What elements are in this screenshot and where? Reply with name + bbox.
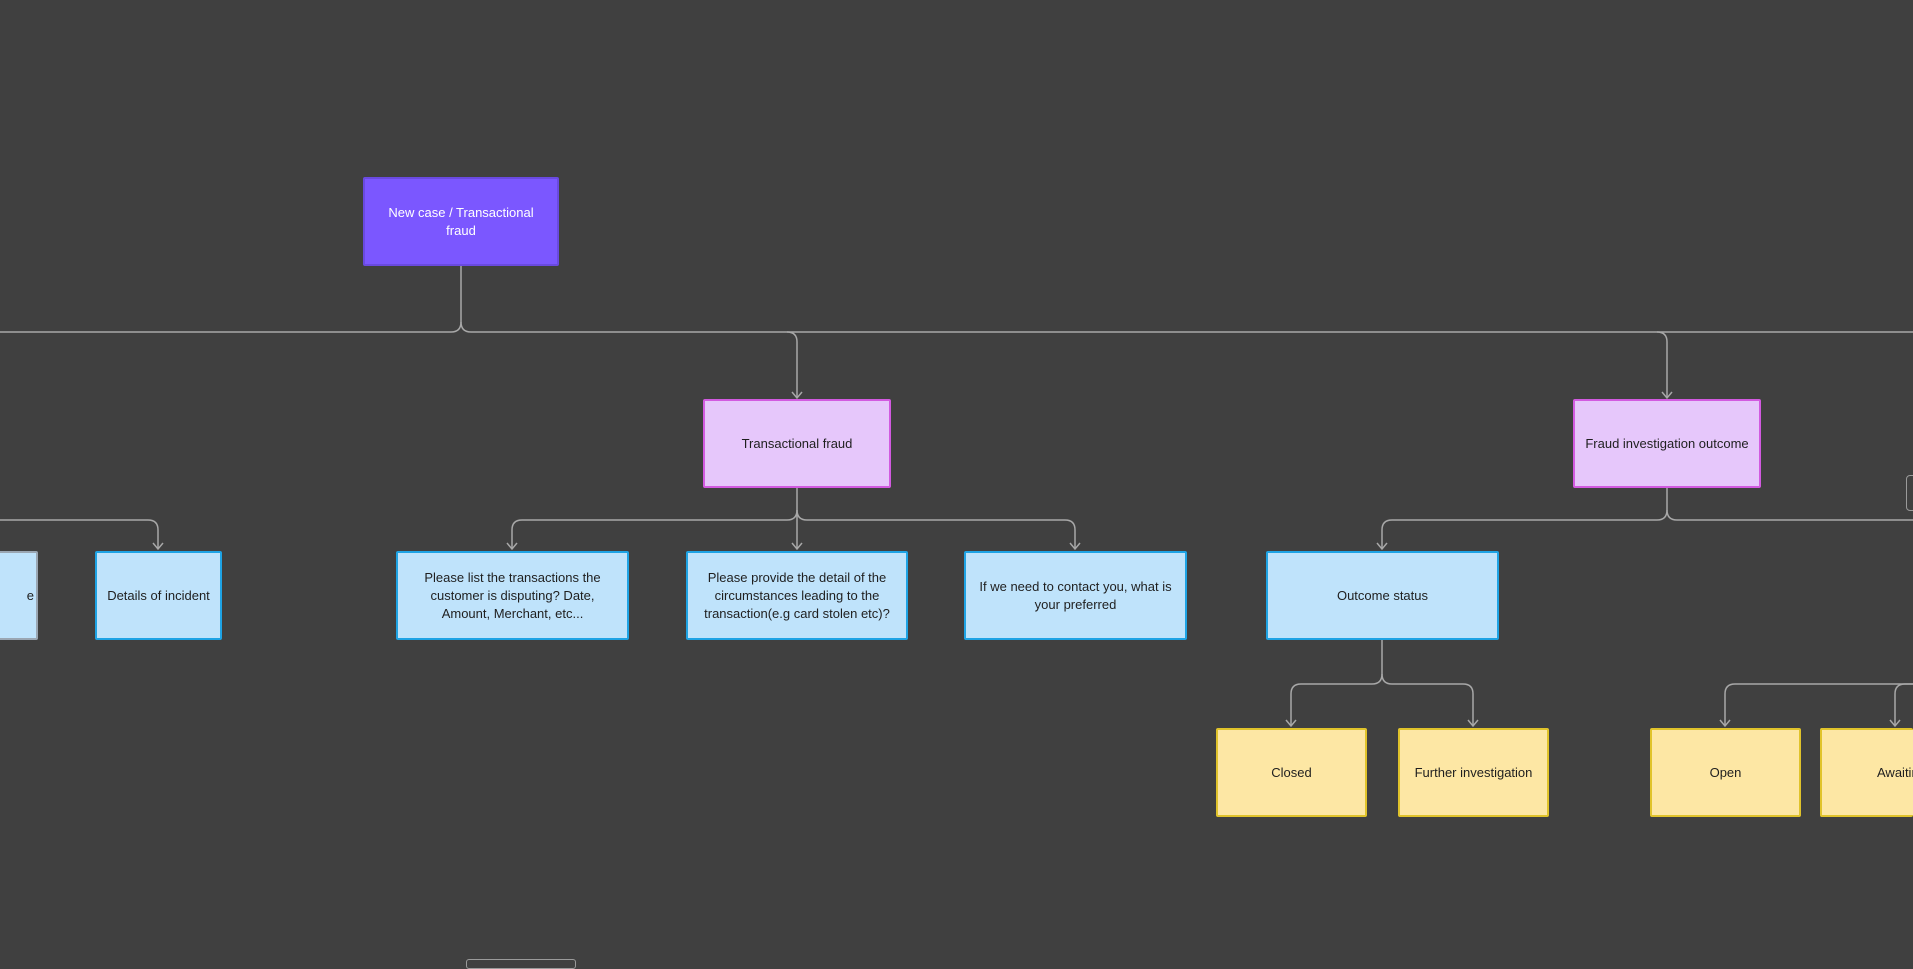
question-node-label: Outcome status <box>1336 587 1429 603</box>
connector-to-list-transactions <box>511 488 798 549</box>
status-node-label: Awaiting re <box>1877 764 1913 780</box>
connector-to-open-arrow <box>1719 719 1731 728</box>
connector-to-transactional-fraud <box>786 331 798 398</box>
connector-to-fraud-investigation-outcome-arrow <box>1661 391 1673 400</box>
connector-to-awaiting <box>1894 683 1913 726</box>
connector-to-closed <box>1290 640 1383 726</box>
status-node-further-investigation[interactable]: Further investigation <box>1398 728 1549 817</box>
connector-to-open <box>1724 683 1913 726</box>
question-node-label: e <box>26 587 34 603</box>
status-node-awaiting[interactable]: Awaiting re <box>1820 728 1913 817</box>
root-node[interactable]: New case / Transactional fraud <box>363 177 559 266</box>
connector-to-further-investigation <box>1381 673 1474 726</box>
connector-to-transactional-fraud-arrow <box>791 391 803 400</box>
connector-to-details-of-incident-arrow <box>152 542 164 551</box>
question-node-details-of-incident[interactable]: Details of incident <box>95 551 222 640</box>
category-node-label: Transactional fraud <box>741 435 853 451</box>
question-node-list-transactions[interactable]: Please list the transactions the custome… <box>396 551 629 640</box>
question-node-label: Details of incident <box>107 587 210 603</box>
connector-to-list-transactions-arrow <box>506 542 518 551</box>
status-node-closed[interactable]: Closed <box>1216 728 1367 817</box>
status-node-label: Open <box>1709 764 1742 780</box>
connector-to-outcome-status-arrow <box>1376 542 1388 551</box>
question-node-partial[interactable]: e <box>0 551 38 640</box>
status-node-open[interactable]: Open <box>1650 728 1801 817</box>
connector-root-left <box>0 266 462 333</box>
connector-to-fraud-investigation-outcome <box>1656 331 1668 398</box>
connector-root-right <box>460 321 1913 333</box>
question-node-contact-preference[interactable]: If we need to contact you, what is your … <box>964 551 1187 640</box>
question-node-label: If we need to contact you, what is your … <box>979 578 1172 612</box>
question-node-outcome-status[interactable]: Outcome status <box>1266 551 1499 640</box>
question-node-label: Please provide the detail of the circums… <box>704 569 890 621</box>
root-node-label: New case / Transactional fraud <box>388 204 534 238</box>
connector-to-closed-arrow <box>1285 719 1297 728</box>
connector-to-contact-preference <box>796 509 1076 549</box>
connector-to-further-investigation-arrow <box>1467 719 1479 728</box>
horizontal-scrollbar[interactable] <box>466 959 576 969</box>
question-node-label: Please list the transactions the custome… <box>424 569 601 621</box>
status-node-label: Further investigation <box>1414 764 1533 780</box>
connector-to-circumstances-arrow <box>791 542 803 551</box>
connector-to-details-of-incident <box>0 519 159 549</box>
connector-outcome-right <box>1666 509 1913 521</box>
category-node-transactional-fraud[interactable]: Transactional fraud <box>703 399 891 488</box>
category-node-fraud-investigation-outcome[interactable]: Fraud investigation outcome <box>1573 399 1761 488</box>
side-scroll-handle[interactable] <box>1906 475 1913 511</box>
category-node-label: Fraud investigation outcome <box>1585 435 1749 451</box>
question-node-circumstances[interactable]: Please provide the detail of the circums… <box>686 551 908 640</box>
connector-to-contact-preference-arrow <box>1069 542 1081 551</box>
status-node-label: Closed <box>1271 764 1312 780</box>
connector-to-awaiting-arrow <box>1889 719 1901 728</box>
connector-to-outcome-status <box>1381 488 1668 549</box>
